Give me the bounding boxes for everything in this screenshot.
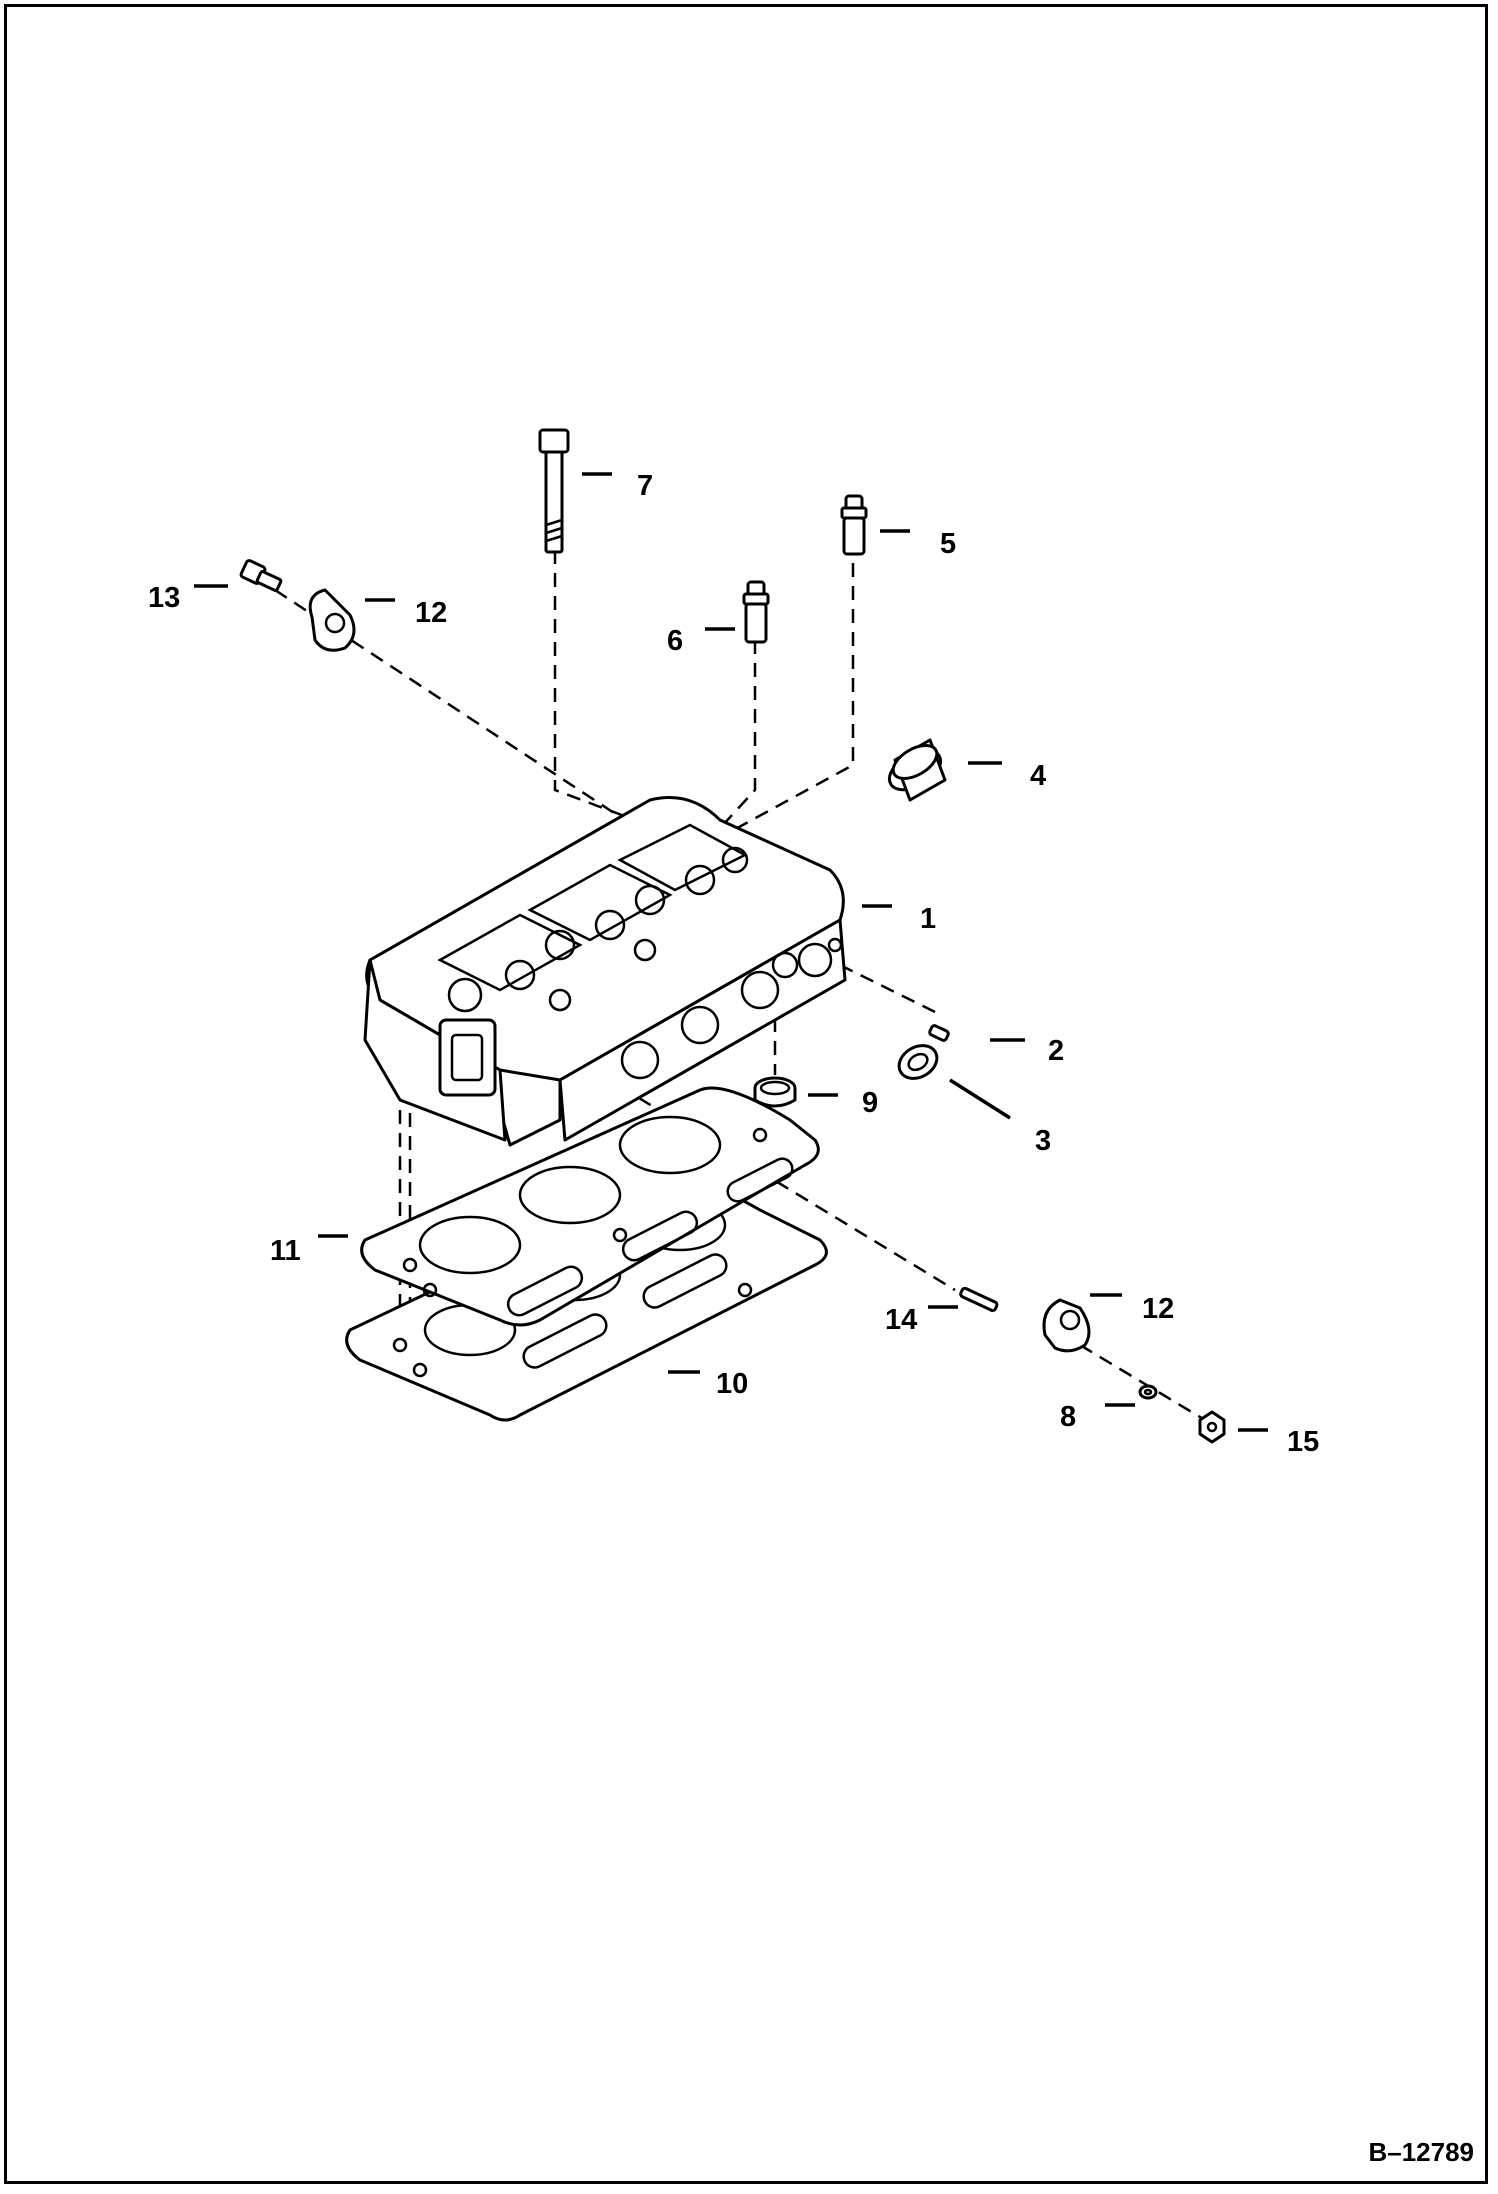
stud-pin <box>959 1286 999 1313</box>
plug-cap-9 <box>753 1076 797 1108</box>
cylinder-head <box>363 796 847 1147</box>
rod-3 <box>949 1078 1011 1120</box>
callout-7: 7 <box>637 470 653 502</box>
callout-3: 3 <box>1035 1125 1051 1157</box>
callout-12-lower: 12 <box>1142 1293 1174 1325</box>
page-border <box>4 4 1488 2184</box>
valve-seal <box>897 1044 939 1080</box>
callout-1: 1 <box>920 903 936 935</box>
hex-nut <box>1198 1410 1226 1444</box>
small-bolt <box>239 559 283 592</box>
callout-13: 13 <box>148 582 180 614</box>
callout-15: 15 <box>1287 1426 1319 1458</box>
stud-bolt-long <box>840 494 868 556</box>
lock-washer <box>1138 1384 1158 1400</box>
callout-6: 6 <box>667 625 683 657</box>
stud-bolt-short <box>742 580 770 644</box>
head-gasket-upper <box>360 1086 820 1327</box>
lifting-bracket-upper <box>308 588 356 652</box>
callout-5: 5 <box>940 528 956 560</box>
plug-small <box>928 1024 950 1042</box>
callout-11: 11 <box>270 1235 301 1267</box>
cap-plug <box>887 738 947 802</box>
callout-14: 14 <box>885 1304 917 1336</box>
head-bolt <box>538 428 570 554</box>
lifting-bracket-lower <box>1042 1298 1091 1353</box>
figure-id: B–12789 <box>1368 2137 1474 2167</box>
leader-lines <box>194 472 1268 1432</box>
callout-labels: 7 5 6 4 1 2 3 9 11 10 12 8 15 13 12 14 <box>148 470 1319 1458</box>
callout-9: 9 <box>862 1087 878 1119</box>
callout-2: 2 <box>1048 1035 1064 1067</box>
callout-12-upper: 12 <box>415 597 447 629</box>
callout-10: 10 <box>716 1368 748 1400</box>
callout-8: 8 <box>1060 1401 1076 1433</box>
callout-4: 4 <box>1030 760 1046 792</box>
